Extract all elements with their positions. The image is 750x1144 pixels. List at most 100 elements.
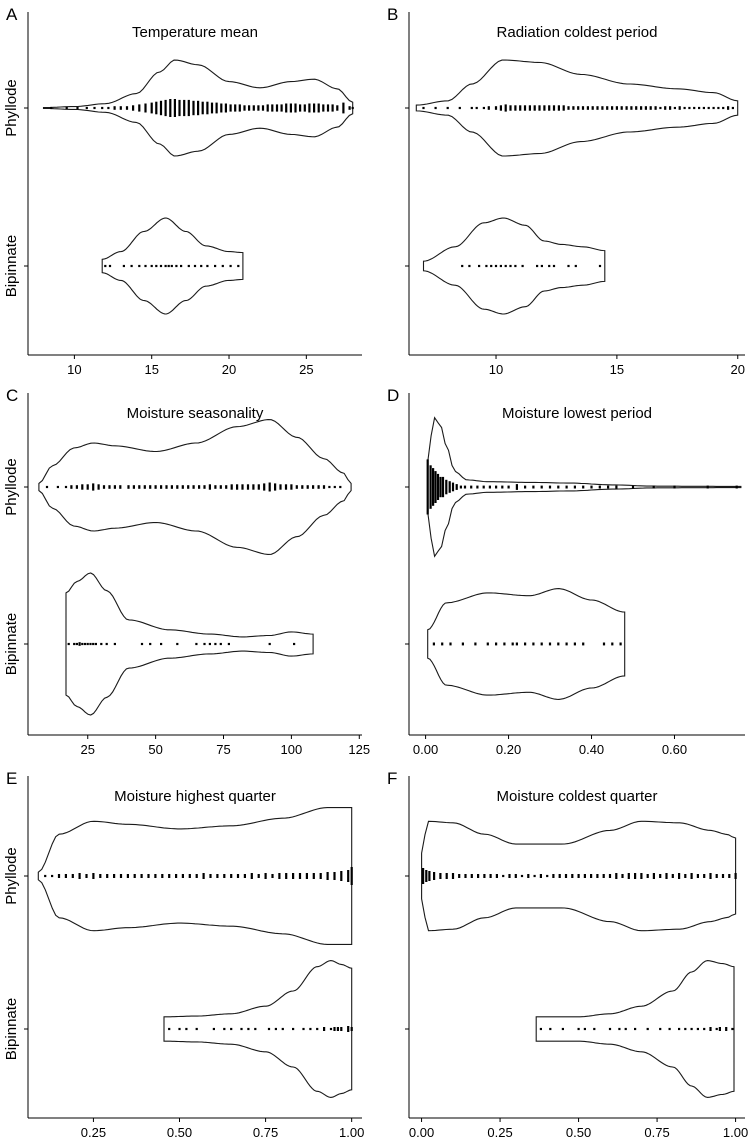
x-tick-label: 0.00 xyxy=(413,742,438,757)
x-tick-label: 25 xyxy=(299,362,313,377)
data-point-phyllode xyxy=(97,484,100,490)
data-point-bipinnate xyxy=(577,1027,580,1031)
data-point-phyllode xyxy=(532,485,535,489)
data-point-phyllode xyxy=(101,106,104,110)
data-point-phyllode xyxy=(143,485,146,489)
data-point-phyllode xyxy=(688,106,691,110)
data-point-phyllode xyxy=(113,485,116,489)
data-point-bipinnate xyxy=(155,264,158,268)
data-point-phyllode xyxy=(436,473,440,500)
data-point-bipinnate xyxy=(540,264,543,268)
data-point-phyllode xyxy=(552,105,556,111)
data-point-phyllode xyxy=(220,103,223,113)
data-point-bipinnate xyxy=(221,264,224,268)
data-point-bipinnate xyxy=(536,264,539,268)
data-point-bipinnate xyxy=(709,1027,712,1031)
data-point-phyllode xyxy=(548,485,552,489)
data-point-phyllode xyxy=(425,870,428,882)
data-point-phyllode xyxy=(106,874,109,878)
data-point-bipinnate xyxy=(195,642,198,646)
data-point-bipinnate xyxy=(167,264,170,268)
data-point-phyllode xyxy=(445,479,448,495)
panel-title: Temperature mean xyxy=(132,24,258,41)
data-point-bipinnate xyxy=(474,642,477,646)
data-point-phyllode xyxy=(477,874,480,878)
data-point-phyllode xyxy=(441,476,445,498)
data-point-phyllode xyxy=(328,485,331,489)
data-point-phyllode xyxy=(540,485,543,489)
data-point-phyllode xyxy=(44,874,47,878)
data-point-phyllode xyxy=(499,105,502,111)
data-point-phyllode xyxy=(693,106,696,110)
data-point-phyllode xyxy=(78,873,81,879)
data-point-phyllode xyxy=(155,101,158,115)
data-point-phyllode xyxy=(85,106,88,110)
data-point-phyllode xyxy=(509,105,512,111)
data-point-phyllode xyxy=(476,485,479,489)
data-point-phyllode xyxy=(640,106,643,110)
data-point-bipinnate xyxy=(94,642,97,646)
data-point-phyllode xyxy=(539,874,542,878)
data-point-bipinnate xyxy=(81,642,84,646)
data-point-bipinnate xyxy=(168,1027,171,1031)
data-point-phyllode xyxy=(504,104,507,112)
data-point-phyllode xyxy=(631,485,635,489)
data-point-phyllode xyxy=(187,99,190,117)
data-point-bipinnate xyxy=(223,1027,226,1031)
data-point-bipinnate xyxy=(504,264,507,268)
data-point-phyllode xyxy=(261,105,265,111)
data-point-phyllode xyxy=(696,874,699,878)
data-point-bipinnate xyxy=(561,1027,564,1031)
data-point-bipinnate xyxy=(350,1027,353,1031)
data-point-bipinnate xyxy=(619,642,622,646)
category-label: Phyllode xyxy=(3,458,20,516)
data-point-phyllode xyxy=(92,873,95,879)
data-point-bipinnate xyxy=(461,642,464,646)
panel-letter: C xyxy=(6,386,18,405)
data-point-bipinnate xyxy=(267,1027,271,1031)
data-point-phyllode xyxy=(165,485,168,489)
data-point-bipinnate xyxy=(185,1027,188,1031)
data-point-phyllode xyxy=(649,106,652,110)
data-point-bipinnate xyxy=(144,264,147,268)
data-point-phyllode xyxy=(229,104,232,112)
data-point-phyllode xyxy=(495,874,498,878)
data-point-bipinnate xyxy=(195,1027,198,1031)
data-point-phyllode xyxy=(284,484,288,490)
data-point-phyllode xyxy=(664,106,667,110)
data-point-bipinnate xyxy=(170,264,173,268)
violin-bipinnate xyxy=(535,960,735,1098)
data-point-phyllode xyxy=(119,485,122,489)
x-tick-label: 0.25 xyxy=(487,1125,512,1140)
data-point-phyllode xyxy=(319,873,322,879)
data-point-bipinnate xyxy=(703,1027,706,1031)
data-point-bipinnate xyxy=(104,264,107,268)
data-point-bipinnate xyxy=(540,642,543,646)
data-point-bipinnate xyxy=(176,642,179,646)
data-point-phyllode xyxy=(243,874,246,878)
data-point-phyllode xyxy=(187,485,190,489)
violin-phyllode xyxy=(427,416,742,558)
data-point-phyllode xyxy=(557,105,560,111)
data-point-phyllode xyxy=(582,485,585,489)
data-point-phyllode xyxy=(294,103,297,113)
data-point-bipinnate xyxy=(175,264,178,268)
x-tick-label: 0.75 xyxy=(253,1125,278,1140)
data-point-bipinnate xyxy=(715,1027,718,1031)
data-point-bipinnate xyxy=(150,264,153,268)
data-point-phyllode xyxy=(581,106,585,110)
data-point-phyllode xyxy=(646,874,649,878)
data-point-phyllode xyxy=(150,102,153,114)
data-point-phyllode xyxy=(271,104,274,112)
data-point-phyllode xyxy=(470,485,473,489)
data-point-phyllode xyxy=(274,483,277,491)
panel-title: Moisture highest quarter xyxy=(114,788,276,805)
data-point-bipinnate xyxy=(164,264,167,268)
data-point-bipinnate xyxy=(340,1027,343,1031)
data-point-phyllode xyxy=(326,104,330,112)
data-point-bipinnate xyxy=(227,642,230,646)
panel-title: Moisture seasonality xyxy=(127,405,264,422)
data-point-phyllode xyxy=(611,106,614,110)
